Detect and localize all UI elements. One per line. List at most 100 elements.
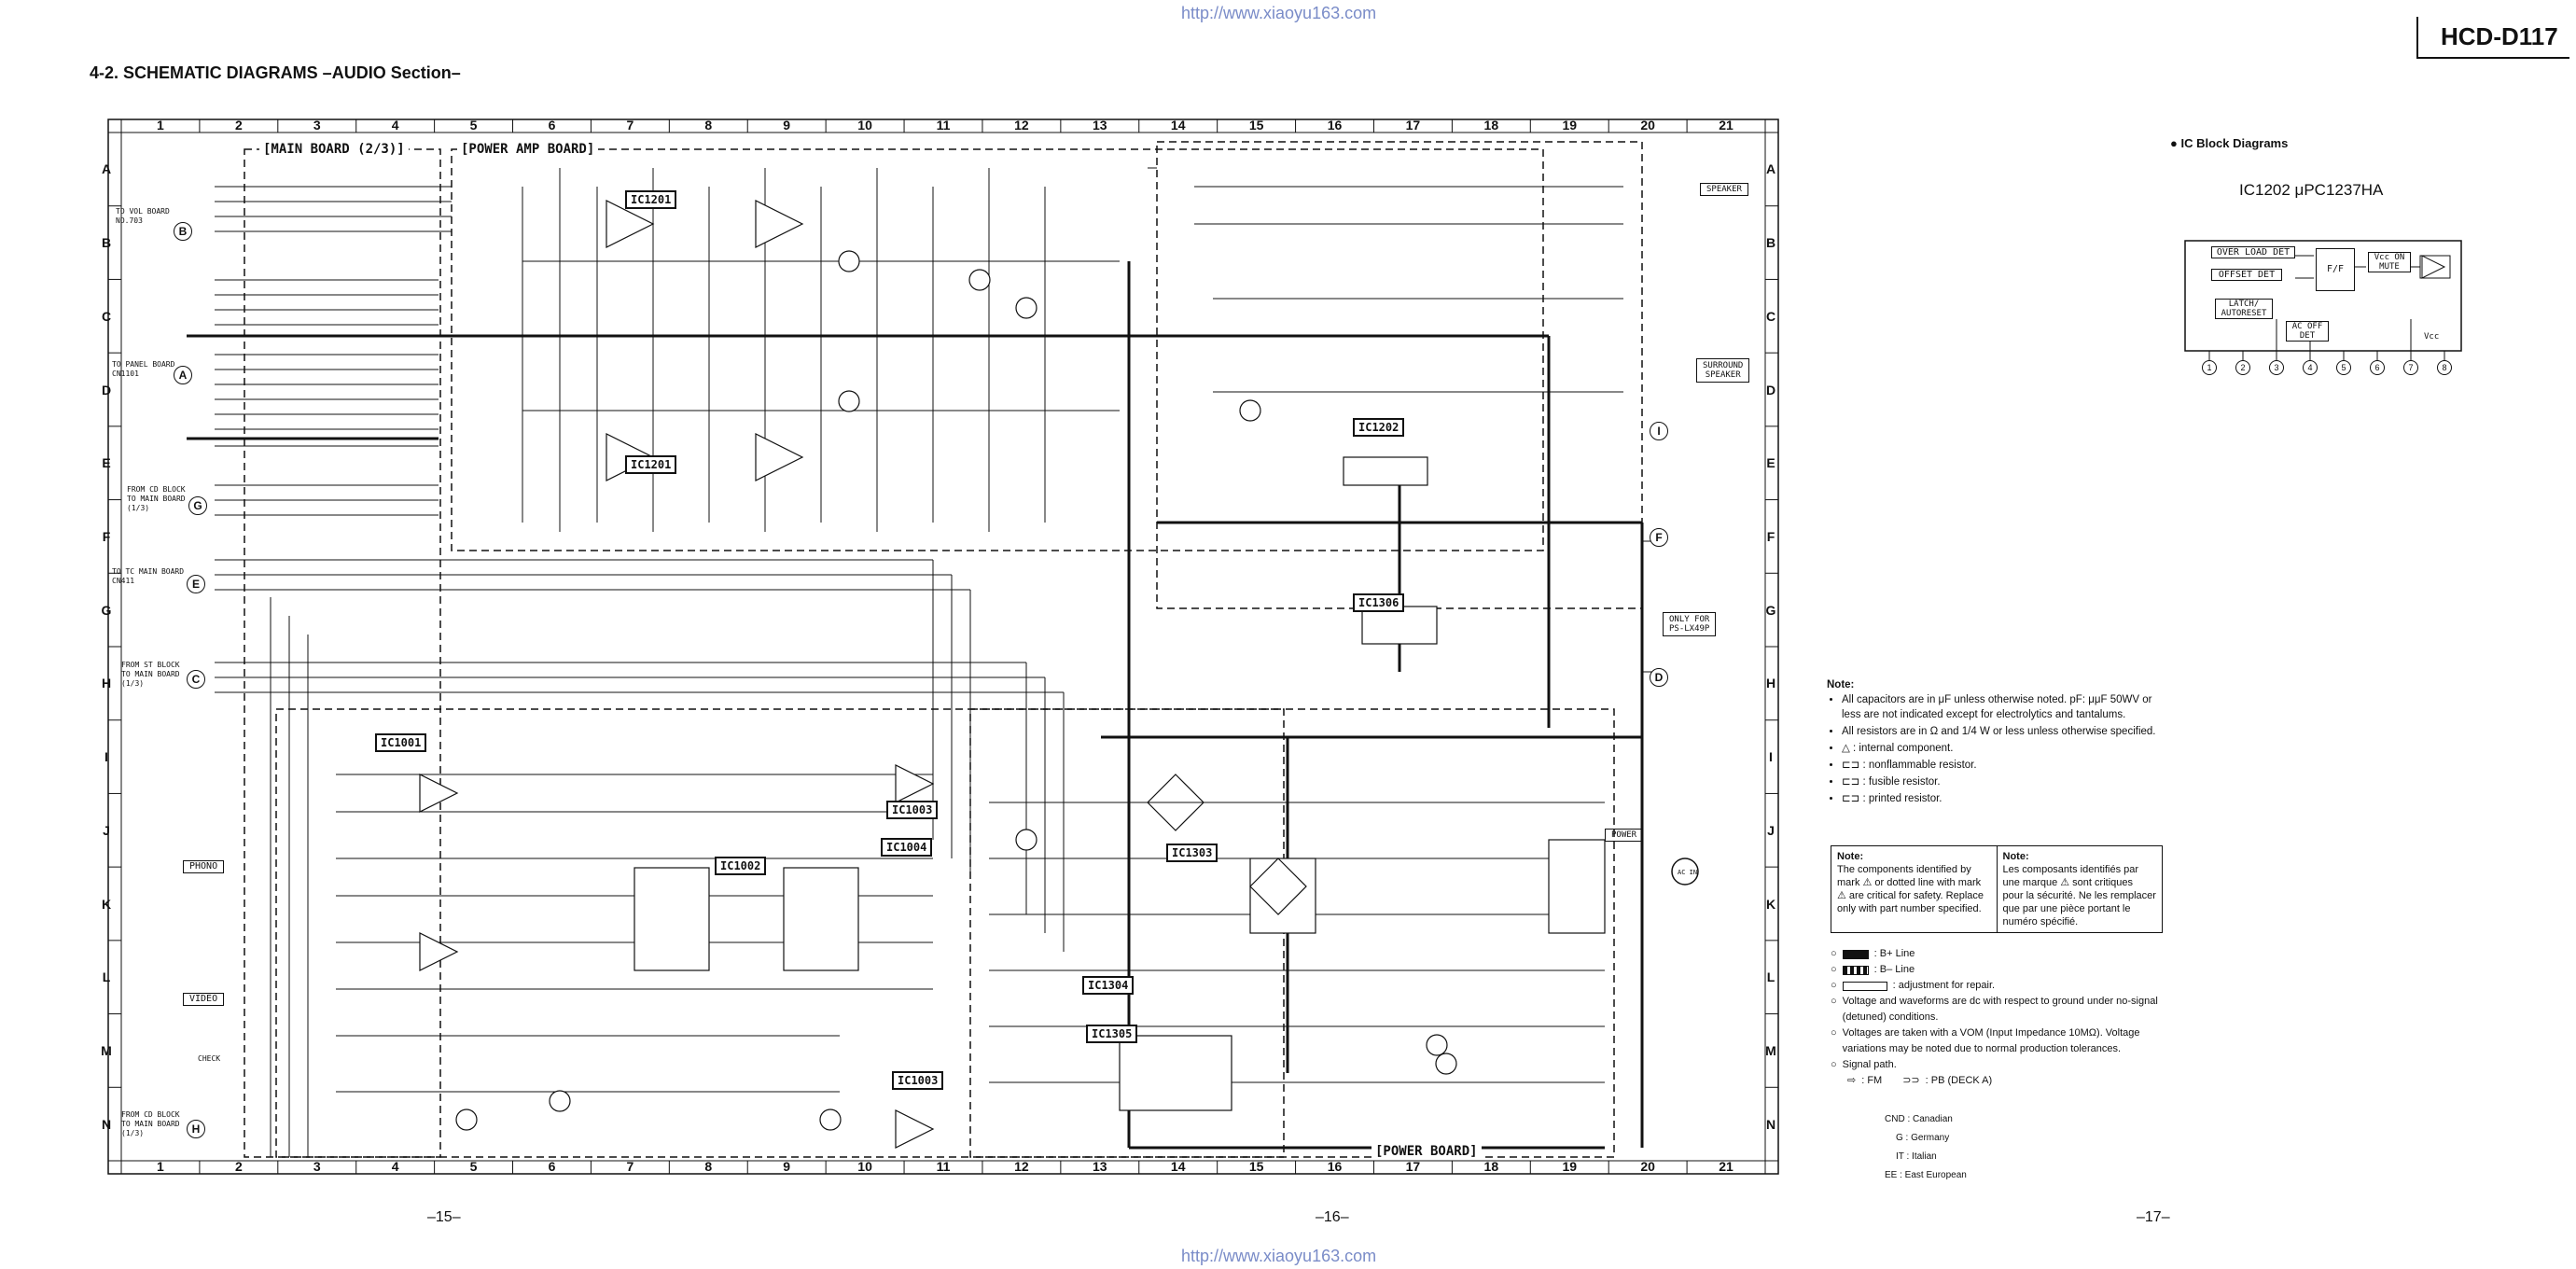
power-switch-label: POWER	[1605, 829, 1644, 842]
ic-pin-number: 5	[2336, 360, 2351, 375]
connector-letter-badge: A	[174, 366, 192, 384]
grid-column-label: 19	[1562, 118, 1578, 132]
grid-column-label: 8	[704, 118, 713, 132]
connector-letter-badge: F	[1650, 528, 1668, 547]
grid-column-label: 1	[157, 1159, 164, 1174]
grid-column-label: 2	[234, 1159, 243, 1174]
main-board-label: [MAIN BOARD (2/3)]	[259, 142, 409, 157]
adjustment-swatch	[1842, 981, 1887, 991]
ic-label: IC1305	[1086, 1025, 1138, 1043]
grid-row-label: D	[1765, 382, 1776, 397]
page-number: –17–	[2137, 1209, 2170, 1225]
caution-en-heading: Note:	[1837, 851, 1864, 862]
grid-column-label: 1	[157, 118, 164, 132]
signal-pb: : PB (DECK A)	[1925, 1075, 1993, 1086]
caution-fr-text: Les composants identifiés par une marque…	[2002, 864, 2156, 927]
grid-row-label: C	[101, 308, 112, 324]
grid-column-label: 3	[313, 118, 321, 132]
connector-letter-badge: E	[187, 575, 205, 593]
grid-row-label: K	[1765, 896, 1776, 912]
ic-label: IC1003	[892, 1071, 944, 1090]
grid-column-label: 15	[1248, 1159, 1264, 1174]
grid-column-label: 20	[1640, 1159, 1655, 1174]
page-number: –15–	[427, 1209, 461, 1225]
safety-caution-box: Note: The components identified by mark …	[1831, 845, 2163, 933]
grid-row-label: B	[1765, 235, 1776, 251]
grid-column-label: 18	[1483, 1159, 1499, 1174]
connector-to-panel-board: TO PANEL BOARD CN1101	[112, 360, 175, 378]
b-minus-swatch	[1842, 965, 1869, 975]
notes-section: Note: All capacitors are in μF unless ot…	[1827, 677, 2165, 808]
grid-row-label: F	[1766, 528, 1775, 544]
caution-en-text: The components identified by mark ⚠ or d…	[1837, 864, 1984, 914]
grid-column-label: 7	[626, 1159, 634, 1174]
ic-block-name: IC1202 μPC1237HA	[2239, 181, 2384, 199]
grid-column-label: 14	[1170, 1159, 1186, 1174]
grid-column-label: 12	[1014, 118, 1029, 132]
ic-pin-number: 8	[2437, 360, 2452, 375]
note-item: ⊏⊐ : fusible resistor.	[1842, 774, 2165, 789]
grid-row-label: A	[1765, 161, 1776, 177]
grid-column-label: 3	[313, 1159, 321, 1174]
block-vcc: Vcc	[2424, 332, 2440, 342]
caution-fr-heading: Note:	[2002, 851, 2029, 862]
page-number: –16–	[1316, 1209, 1349, 1225]
grid-row-label: K	[101, 896, 112, 912]
block-vcc-on-mute: Vcc ON MUTE	[2368, 252, 2411, 272]
grid-row-label: C	[1765, 308, 1776, 324]
ic-label: IC1201	[625, 455, 677, 474]
ic-pin-number: 1	[2202, 360, 2217, 375]
connector-letter-badge: C	[187, 670, 205, 689]
phono-label: PHONO	[183, 860, 225, 873]
notes-heading: Note:	[1827, 679, 1855, 690]
grid-row-label: F	[102, 528, 111, 544]
grid-row-label: L	[1766, 969, 1775, 985]
note-item: ⊏⊐ : printed resistor.	[1842, 791, 2165, 806]
ic-label: IC1202	[1353, 418, 1405, 437]
grid-column-label: 4	[391, 118, 399, 132]
grid-column-label: 16	[1327, 118, 1343, 132]
block-ac-off-det: AC OFF DET	[2286, 321, 2329, 342]
grid-column-label: 17	[1405, 118, 1421, 132]
connector-letter-badge: B	[174, 222, 192, 241]
connector-letter-badge: H	[187, 1120, 205, 1138]
legend-vom: Voltages are taken with a VOM (Input Imp…	[1842, 1027, 2140, 1054]
connector-to-tc-main: TO TC MAIN BOARD CN411	[112, 567, 185, 585]
note-item: ⊏⊐ : nonflammable resistor.	[1842, 758, 2165, 773]
grid-column-label: 15	[1248, 118, 1264, 132]
note-item: All capacitors are in μF unless otherwis…	[1842, 692, 2165, 722]
ic-pin-number: 6	[2370, 360, 2385, 375]
grid-column-label: 5	[469, 1159, 478, 1174]
grid-column-label: 12	[1014, 1159, 1029, 1174]
grid-row-label: J	[1767, 822, 1775, 838]
ac-in-label: AC IN	[1678, 869, 1698, 876]
grid-column-label: 11	[936, 118, 951, 132]
grid-row-label: I	[1769, 749, 1773, 765]
connector-from-st-block: FROM ST BLOCK TO MAIN BOARD (1/3)	[121, 661, 180, 688]
connector-from-cd-block: FROM CD BLOCK TO MAIN BOARD (1/3)	[127, 485, 186, 512]
grid-column-label: 18	[1483, 118, 1499, 132]
connector-letter-badge: I	[1650, 422, 1668, 440]
grid-column-label: 17	[1405, 1159, 1421, 1174]
grid-column-label: 14	[1170, 118, 1186, 132]
surround-speaker-label: SURROUND SPEAKER	[1696, 358, 1750, 383]
grid-row-label: E	[1766, 455, 1775, 471]
grid-column-label: 13	[1093, 1159, 1107, 1174]
block-over-load-det: OVER LOAD DET	[2211, 246, 2295, 258]
grid-column-label: 4	[391, 1159, 399, 1174]
grid-column-label: 9	[783, 118, 791, 132]
ic-label: IC1001	[375, 733, 427, 752]
region-item: EE : East European	[1885, 1170, 1967, 1180]
grid-column-label: 20	[1640, 118, 1655, 132]
grid-row-label: H	[101, 676, 112, 691]
connector-letter-badge: G	[188, 496, 207, 515]
grid-column-label: 6	[548, 1159, 556, 1174]
ic-label: IC1201	[625, 190, 677, 209]
grid-column-label: 6	[548, 118, 556, 132]
block-latch-autoreset: LATCH/ AUTORESET	[2215, 299, 2273, 319]
region-item: CND : Canadian	[1885, 1114, 1953, 1124]
grid-row-label: N	[1765, 1116, 1776, 1132]
ic-pin-number: 2	[2235, 360, 2250, 375]
speaker-label: SPEAKER	[1700, 183, 1748, 196]
